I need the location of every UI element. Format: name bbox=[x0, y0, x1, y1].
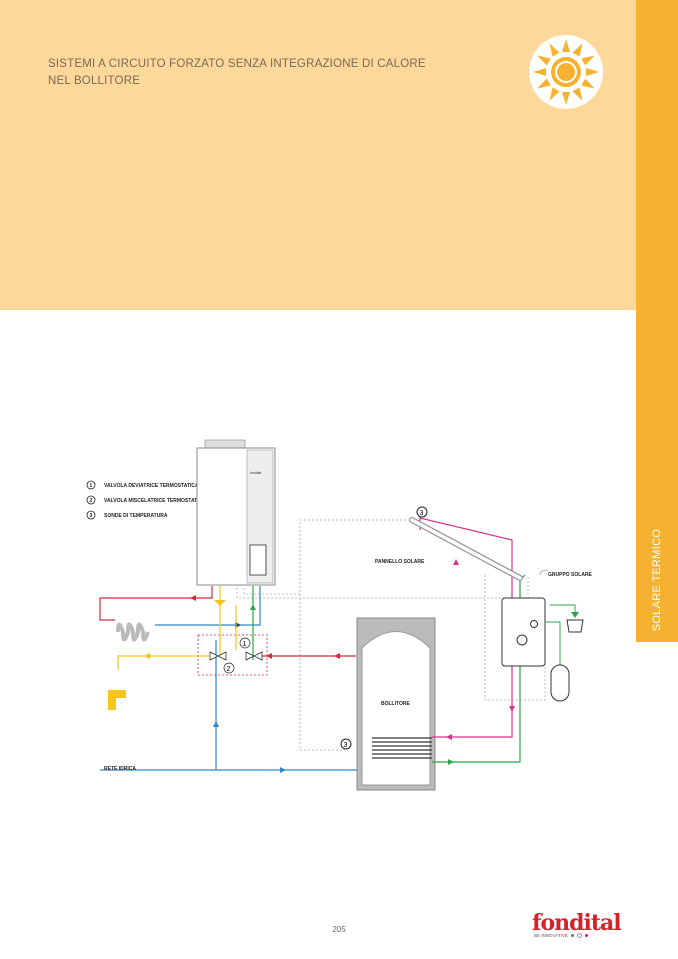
legend-num: 1 bbox=[90, 483, 93, 489]
boiler-brand: fondital bbox=[250, 471, 262, 475]
side-tab-label: SOLARE TERMICO bbox=[636, 520, 678, 640]
title-line-2: NEL BOLLITORE bbox=[48, 75, 141, 87]
logo-tagline: BE INNOVATIVE bbox=[534, 933, 621, 938]
label-pannello-solare: PANNELLO SOLARE bbox=[375, 559, 425, 565]
side-tab-text: SOLARE TERMICO bbox=[651, 528, 663, 632]
legend-label: SONDE DI TEMPERATURA bbox=[104, 513, 168, 519]
legend-num: 2 bbox=[90, 498, 93, 504]
marker-3: 3 bbox=[420, 510, 424, 517]
legend-num: 3 bbox=[90, 513, 93, 519]
header-band bbox=[0, 0, 636, 310]
label-gruppo-solare: GRUPPO SOLARE bbox=[548, 572, 593, 578]
legend-label: VALVOLA DEVIATRICE TERMOSTATICA bbox=[104, 483, 199, 489]
marker-2: 2 bbox=[227, 666, 231, 673]
label-bollitore: BOLLITORE bbox=[381, 701, 410, 707]
legend: 1 VALVOLA DEVIATRICE TERMOSTATICA 2 VALV… bbox=[86, 480, 206, 520]
title-line-1: SISTEMI A CIRCUITO FORZATO SENZA INTEGRA… bbox=[48, 58, 426, 70]
boiler: fondital bbox=[196, 439, 276, 586]
sun-icon bbox=[529, 35, 603, 109]
heating-system-diagram: 1 VALVOLA DEVIATRICE TERMOSTATICA 2 VALV… bbox=[86, 439, 593, 791]
red-dot bbox=[584, 934, 588, 937]
white-dot bbox=[576, 933, 582, 938]
storage-tank: BOLLITORE bbox=[356, 617, 436, 791]
side-tab bbox=[636, 0, 678, 642]
valve-group bbox=[209, 637, 263, 674]
solar-group bbox=[501, 569, 584, 702]
fondital-logo: fondital BE INNOVATIVE bbox=[532, 910, 622, 938]
marker-1: 1 bbox=[243, 641, 247, 648]
page-number: 205 bbox=[332, 925, 346, 934]
green-dot bbox=[570, 934, 574, 937]
logo-wordmark: fondital bbox=[532, 910, 622, 936]
marker-3: 3 bbox=[344, 742, 348, 749]
legend-label: VALVOLA MISCELATRICE TERMOSTATICA bbox=[104, 498, 206, 504]
tagline-text: BE INNOVATIVE bbox=[534, 933, 568, 938]
page-title: SISTEMI A CIRCUITO FORZATO SENZA INTEGRA… bbox=[48, 56, 426, 90]
label-rete-idrica: RETE IDRICA bbox=[104, 766, 136, 772]
